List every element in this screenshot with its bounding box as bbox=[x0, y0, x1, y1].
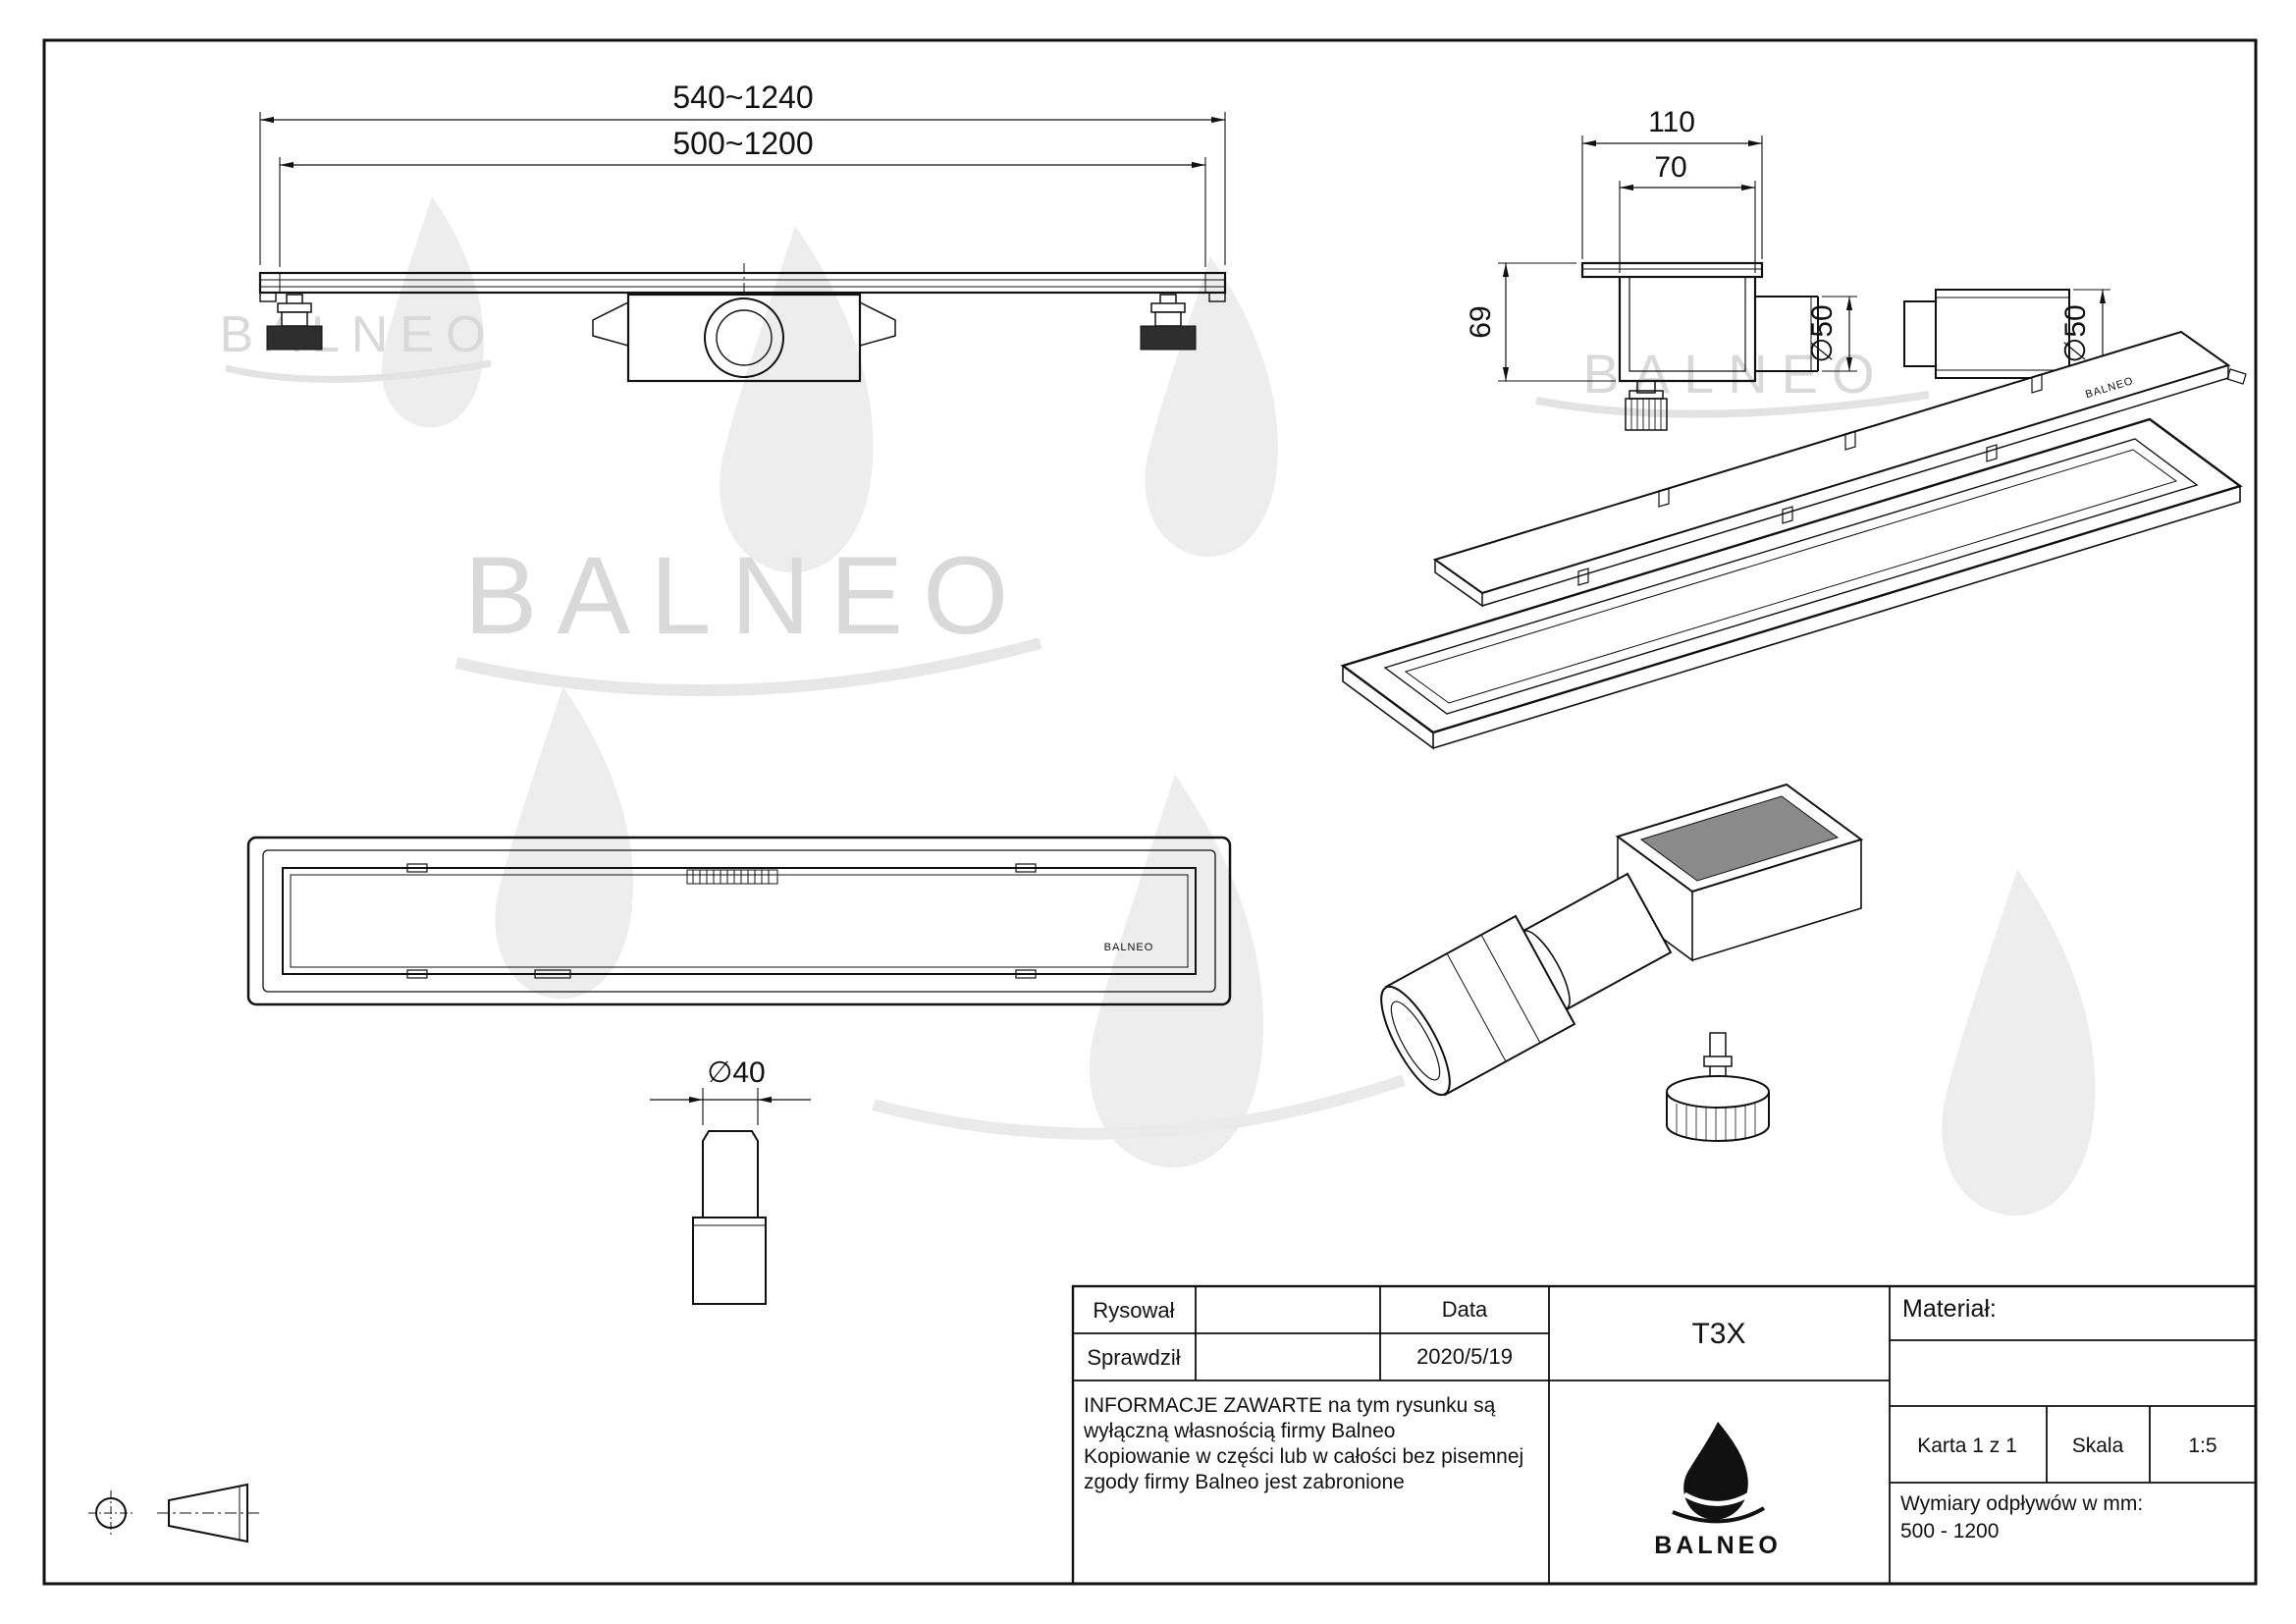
grate-clips bbox=[406, 863, 1037, 979]
leveling-foot-right bbox=[1140, 294, 1197, 351]
label-sprawdzil: Sprawdził bbox=[1087, 1345, 1180, 1370]
value-skala: 1:5 bbox=[2188, 1435, 2216, 1457]
plan-view: BALNEO ∅40 bbox=[246, 836, 1232, 1305]
iso-view: BALNEO bbox=[1340, 330, 2247, 1142]
value-date: 2020/5/19 bbox=[1416, 1344, 1513, 1369]
watermark-text-left: BALNEO bbox=[220, 306, 498, 363]
wymiary-line-2: 500 - 1200 bbox=[1900, 1520, 1999, 1543]
watermark: BALNEO BALNEO BALNEO bbox=[220, 196, 2096, 1217]
dim-69: 69 bbox=[1465, 305, 1497, 338]
plan-outlet-pipe bbox=[692, 1130, 767, 1305]
notice-line-3: Kopiowanie w części lub w całości bez pi… bbox=[1084, 1445, 1523, 1468]
wymiary-line-1: Wymiary odpływów w mm: bbox=[1900, 1492, 2143, 1515]
projection-symbol bbox=[88, 1483, 259, 1543]
notice-line-2: wyłączną własnością firmy Balneo bbox=[1083, 1420, 1395, 1442]
title-block: Rysował Data Sprawdził 2020/5/19 INFORMA… bbox=[1071, 1284, 2258, 1586]
balneo-logo: BALNEO bbox=[1654, 1422, 1782, 1559]
side-body bbox=[1580, 261, 1819, 431]
dim-pipe-40: ∅40 bbox=[707, 1056, 766, 1089]
siphon-front bbox=[592, 263, 896, 383]
label-rysowal: Rysował bbox=[1093, 1298, 1174, 1323]
label-material: Materiał: bbox=[1902, 1295, 1997, 1323]
front-view: 540~1240 500~1200 bbox=[258, 80, 1227, 383]
label-karta: Karta 1 z 1 bbox=[1917, 1435, 2017, 1457]
plan-flange bbox=[246, 836, 1232, 1006]
dim-70: 70 bbox=[1654, 151, 1686, 184]
iso-cover: BALNEO bbox=[1432, 330, 2247, 608]
notice-line-1: INFORMACJE ZAWARTE na tym rysunku są bbox=[1084, 1394, 1496, 1417]
watermark-text-right: BALNEO bbox=[1582, 343, 1888, 405]
grate-slots bbox=[686, 869, 778, 885]
plan-grate bbox=[282, 867, 1197, 975]
model-number: T3X bbox=[1691, 1318, 1745, 1350]
plan-grate-brand: BALNEO bbox=[1104, 942, 1154, 953]
side-view: 110 70 69 ∅50 ∅50 bbox=[1465, 106, 2110, 431]
dim-pipe-50: ∅50 bbox=[2059, 304, 2092, 363]
channel-bar bbox=[258, 271, 1227, 302]
watermark-text-center: BALNEO bbox=[464, 534, 1028, 657]
iso-drain-body bbox=[1615, 783, 1864, 962]
projection-cone-icon bbox=[168, 1483, 248, 1543]
side-outlet-pipe bbox=[1903, 289, 2070, 379]
balneo-flame-icon bbox=[1683, 1422, 1748, 1520]
dim-front-body: 500~1200 bbox=[672, 126, 813, 161]
iso-tray bbox=[1340, 417, 2243, 750]
iso-outlet-pipes bbox=[1380, 872, 1673, 1097]
label-data: Data bbox=[1442, 1297, 1488, 1322]
dim-front-total: 540~1240 bbox=[672, 80, 813, 115]
iso-foot bbox=[1666, 1032, 1770, 1142]
logo-text: BALNEO bbox=[1654, 1532, 1782, 1559]
label-skala: Skala bbox=[2072, 1435, 2124, 1457]
notice-line-4: zgody firmy Balneo jest zabronione bbox=[1084, 1471, 1405, 1493]
dim-110: 110 bbox=[1648, 106, 1695, 138]
